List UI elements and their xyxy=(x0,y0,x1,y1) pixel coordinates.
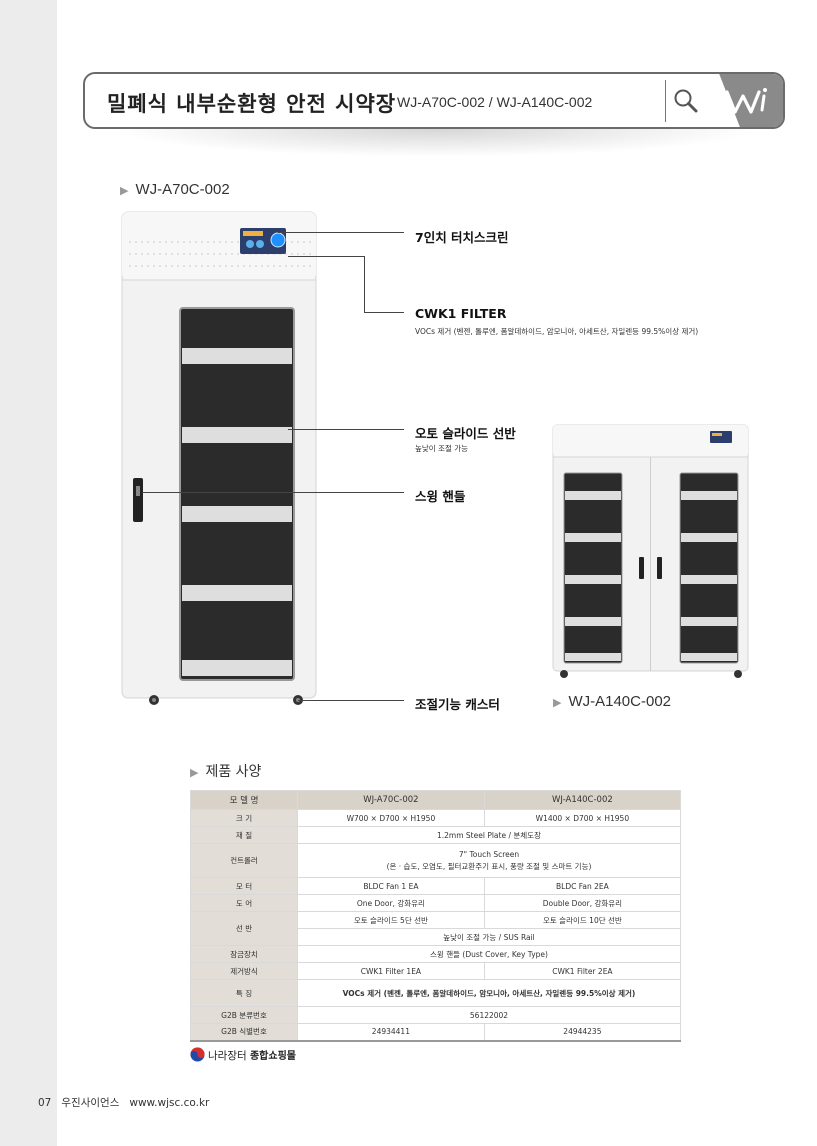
table-row: 재 질 1.2mm Steel Plate / 분체도장 xyxy=(190,826,681,844)
callout-line-shelf xyxy=(288,429,404,430)
triangle-icon: ▶ xyxy=(190,766,199,779)
callout-line-screen xyxy=(278,232,404,233)
narajang-name: 나라장터 xyxy=(208,1050,247,1062)
row-label: 재 질 xyxy=(190,826,298,844)
table-cell: BLDC Fan 2EA xyxy=(483,877,682,895)
website-link[interactable]: www.wjsc.co.kr xyxy=(129,1097,210,1109)
table-cell: 오토 슬라이드 10단 선반 xyxy=(483,911,682,929)
triangle-icon: ▶ xyxy=(553,697,562,709)
company-name: 우진사이언스 xyxy=(61,1097,120,1109)
callout-line-filter-h2 xyxy=(364,312,404,313)
table-row: 제거방식 CWK1 Filter 1EA CWK1 Filter 2EA xyxy=(190,962,682,980)
wj-logo-icon xyxy=(725,88,767,114)
table-row: 선 반 오토 슬라이드 5단 선반 오토 슬라이드 10단 선반 xyxy=(190,911,682,946)
table-cell: BLDC Fan 1 EA xyxy=(297,877,485,895)
row-label: 선 반 xyxy=(190,911,298,946)
row-label: 특 징 xyxy=(190,979,298,1007)
row-label: 제거방식 xyxy=(190,962,298,980)
row-label: G2B 분류번호 xyxy=(190,1006,298,1024)
table-cell: One Door, 강화유리 xyxy=(297,894,485,912)
callout-line-filter-v xyxy=(364,256,365,312)
table-row: 컨트롤러 7" Touch Screen(온 · 습도, 오염도, 필터교환주기… xyxy=(190,843,681,878)
table-row: 도 어 One Door, 강화유리 Double Door, 강화유리 xyxy=(190,894,682,912)
callout-filter: CWK1 FILTER xyxy=(415,306,507,321)
row-label: 모 터 xyxy=(190,877,298,895)
table-row: G2B 식별번호 24934411 24944235 xyxy=(190,1023,682,1042)
header-cell: WJ-A140C-002 xyxy=(483,790,682,810)
table-cell: 56122002 xyxy=(297,1006,681,1024)
cabinet-single-image xyxy=(121,211,317,705)
callout-line-filter-h1 xyxy=(288,256,364,257)
table-row: G2B 분류번호 56122002 xyxy=(190,1006,681,1024)
table-row: 잠금장치 스윙 핸들 (Dust Cover, Key Type) xyxy=(190,945,681,963)
search-icon[interactable] xyxy=(673,88,699,114)
cell-line: (온 · 습도, 오염도, 필터교환주기 표시, 풍량 조절 및 스마트 기능) xyxy=(386,861,592,871)
narajang-mall: 종합쇼핑몰 xyxy=(249,1051,296,1062)
header-shadow xyxy=(110,129,760,157)
callout-line-handle xyxy=(142,492,404,493)
model-label-text: WJ-A70C-002 xyxy=(135,181,230,198)
table-cell: 스윙 핸들 (Dust Cover, Key Type) xyxy=(297,945,681,963)
callout-filter-desc: VOCs 제거 (벤젠, 톨루엔, 폼알데하이드, 암모니아, 아세트산, 자일… xyxy=(415,327,699,336)
specs-heading: ▶ 제품 사양 xyxy=(190,761,261,781)
table-cell: CWK1 Filter 2EA xyxy=(483,962,682,980)
callout-handle: 스윙 핸들 xyxy=(415,489,466,504)
table-cell: 1.2mm Steel Plate / 분체도장 xyxy=(297,826,681,844)
row-label: G2B 식별번호 xyxy=(190,1023,298,1042)
callout-shelf: 오토 슬라이드 선반 xyxy=(415,426,516,441)
table-cell: 7" Touch Screen(온 · 습도, 오염도, 필터교환주기 표시, … xyxy=(297,843,681,878)
table-cell: W700 × D700 × H1950 xyxy=(297,809,485,827)
header-cell: 모 델 명 xyxy=(190,790,298,810)
table-row: 모 터 BLDC Fan 1 EA BLDC Fan 2EA xyxy=(190,877,682,895)
model-label-single: ▶ WJ-A70C-002 xyxy=(120,181,230,198)
table-cell: 오토 슬라이드 5단 선반 xyxy=(297,911,485,929)
table-row: 특 징 VOCs 제거 (벤젠, 톨루엔, 폼알데하이드, 암모니아, 아세트산… xyxy=(190,979,681,1007)
page-footer: 07 우진사이언스 www.wjsc.co.kr xyxy=(38,1095,209,1110)
model-label-double: ▶ WJ-A140C-002 xyxy=(553,693,671,710)
page-title: 밀폐식 내부순환형 안전 시약장 xyxy=(107,92,397,116)
table-cell: CWK1 Filter 1EA xyxy=(297,962,485,980)
spec-table: 모 델 명 WJ-A70C-002 WJ-A140C-002 크 기 W700 … xyxy=(190,790,682,1042)
table-cell: W1400 × D700 × H1950 xyxy=(483,809,682,827)
page-header: 밀폐식 내부순환형 안전 시약장 WJ-A70C-002 / WJ-A140C-… xyxy=(83,72,785,129)
cabinet-double-image xyxy=(552,424,749,678)
table-cell: 24934411 xyxy=(297,1023,485,1042)
header-divider xyxy=(665,80,666,122)
narajang-logo: 나라장터 종합쇼핑몰 xyxy=(190,1047,296,1063)
row-label: 잠금장치 xyxy=(190,945,298,963)
callout-caster: 조절기능 캐스터 xyxy=(415,697,500,712)
cell-line: 7" Touch Screen xyxy=(458,850,520,860)
row-label: 컨트롤러 xyxy=(190,843,298,878)
taegeuk-icon xyxy=(190,1047,205,1062)
row-label: 도 어 xyxy=(190,894,298,912)
callout-shelf-desc: 높낮이 조절 가능 xyxy=(415,444,469,453)
specs-heading-text: 제품 사양 xyxy=(205,764,262,780)
table-cell: Double Door, 강화유리 xyxy=(483,894,682,912)
table-cell: 높낮이 조절 가능 / SUS Rail xyxy=(297,928,681,946)
table-cell: VOCs 제거 (벤젠, 톨루엔, 폼알데하이드, 암모니아, 아세트산, 자일… xyxy=(297,979,681,1007)
header-models: WJ-A70C-002 / WJ-A140C-002 xyxy=(397,94,593,110)
triangle-icon: ▶ xyxy=(120,185,129,197)
model-label-text: WJ-A140C-002 xyxy=(568,693,672,710)
page-number: 07 xyxy=(38,1097,52,1109)
table-cell: 24944235 xyxy=(483,1023,682,1042)
left-margin-bar xyxy=(0,0,57,1146)
row-label: 크 기 xyxy=(190,809,298,827)
callout-line-caster xyxy=(298,700,404,701)
table-header-row: 모 델 명 WJ-A70C-002 WJ-A140C-002 xyxy=(190,790,682,810)
table-row: 크 기 W700 × D700 × H1950 W1400 × D700 × H… xyxy=(190,809,682,827)
header-cell: WJ-A70C-002 xyxy=(297,790,485,810)
callout-touchscreen: 7인치 터치스크린 xyxy=(415,230,509,245)
